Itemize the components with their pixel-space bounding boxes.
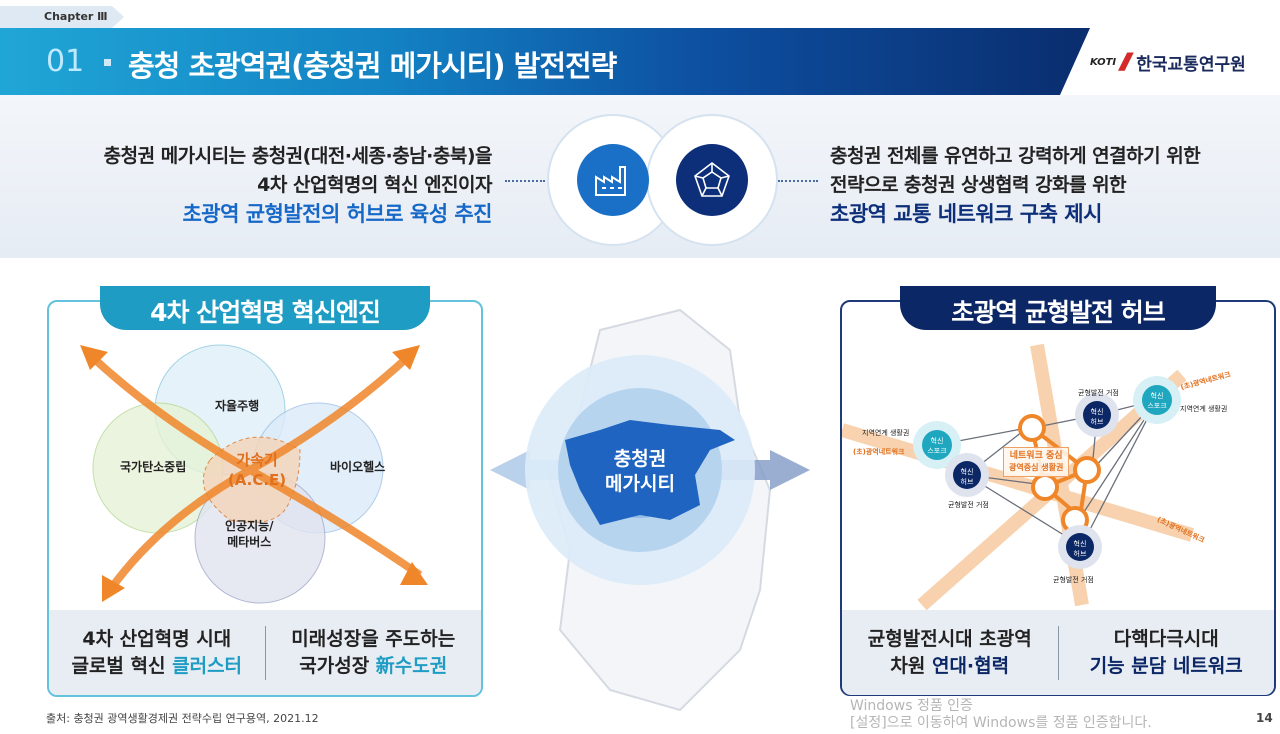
label-carbon: 국가탄소중립	[120, 460, 187, 474]
spark-label-line: 혁신	[1150, 392, 1164, 400]
hub-label-line: 허브	[1090, 418, 1104, 426]
megacity-label: 충청권 메가시티	[590, 447, 690, 497]
intro-highlight: 초광역 교통 네트워크 구축 제시	[830, 202, 1102, 226]
footer-line: 국가성장	[299, 654, 376, 677]
hub-label-line: 허브	[960, 478, 974, 486]
hub-node	[1083, 401, 1111, 429]
label-ai-line2: 메타버스	[227, 535, 272, 549]
intro-line: 전략으로 충청권 상생협력 강화를 위한	[830, 174, 1127, 196]
label-ai-line1: 인공지능/	[225, 519, 274, 533]
ace-label-line1: 가속기	[236, 451, 278, 469]
watermark-line2: [설정]으로 이동하여 Windows를 정품 인증합니다.	[850, 715, 1152, 731]
corridor-label: (초)광역네트워크	[853, 448, 905, 456]
label-autonomous: 자율주행	[215, 399, 260, 413]
megacity-label-line1: 충청권	[613, 448, 667, 470]
divider	[1057, 625, 1059, 680]
bullet-icon	[104, 59, 111, 66]
watermark-line1: Windows 정품 인증	[850, 698, 973, 714]
hub-label-line: 혁신	[1090, 408, 1104, 416]
page-title: 충청 초광역권(충청권 메가시티) 발전전략	[128, 49, 617, 83]
arrow-sw	[106, 466, 252, 593]
network-node	[1018, 414, 1046, 442]
footer-line: 글로벌 혁신	[71, 654, 173, 677]
megacity-label-line2: 메가시티	[605, 473, 675, 495]
title-bar	[0, 28, 1090, 95]
intro-left-text: 충청권 메가시티는 충청권(대전·세종·충남·충북)을 4차 산업혁명의 혁신 …	[103, 142, 493, 229]
spark-label-line: 스포크	[1147, 402, 1167, 410]
region-label: 지역연계 생활권	[862, 429, 910, 437]
windows-activation-watermark: Windows 정품 인증[설정]으로 이동하여 Windows를 정품 인증합…	[850, 698, 1152, 732]
network-icon	[676, 144, 748, 216]
spark-label-line: 혁신	[930, 437, 944, 445]
intro-right-text: 충청권 전체를 유연하고 강력하게 연결하기 위한 전략으로 충청권 상생협력 …	[830, 142, 1201, 229]
base-label: 균형발전 거점	[948, 501, 989, 509]
network-center-line2: 광역중심 생활권	[1009, 463, 1064, 472]
base-label: 균형발전 거점	[1078, 389, 1119, 397]
intro-highlight: 초광역 균형발전의 허브로 육성 추진	[182, 202, 492, 226]
footer-line: 미래성장을 주도하는	[291, 627, 456, 650]
footer-line: 4차 산업혁명 시대	[82, 627, 232, 650]
region-label: 지역연계 생활권	[1180, 405, 1228, 413]
spark-label-line: 스포크	[927, 447, 947, 455]
arrow-ne	[248, 352, 413, 474]
hub-label-line: 혁신	[1073, 540, 1087, 548]
panel-title: 초광역 균형발전 허브	[900, 286, 1216, 330]
divider	[264, 625, 266, 680]
arrow-se	[248, 466, 423, 579]
ace-label-line2: (A.C.E)	[227, 471, 287, 489]
center-map	[490, 308, 810, 712]
footer-line: 균형발전시대 초광역	[867, 627, 1032, 650]
hub-node	[953, 461, 981, 489]
ace-diagram	[80, 344, 428, 604]
footer-line: 다핵다극시대	[1113, 627, 1219, 650]
footer-line: 차원	[890, 654, 932, 677]
koti-logo: KOTI /// 한국교통연구원	[1090, 50, 1246, 75]
logo-abbr: KOTI	[1090, 57, 1117, 68]
network-node	[1073, 456, 1101, 484]
intro-line: 충청권 메가시티는 충청권(대전·세종·충남·충북)을	[103, 145, 493, 167]
hub-label-line: 허브	[1073, 550, 1087, 558]
footer-highlight: 기능 분담 네트워크	[1089, 654, 1243, 677]
network-node	[1031, 473, 1059, 501]
section-number: 01	[46, 44, 85, 79]
intro-line: 4차 산업혁명의 혁신 엔진이자	[257, 174, 492, 196]
network-center-line1: 네트워크 중심	[1009, 451, 1063, 461]
footer-highlight: 新수도권	[375, 654, 448, 677]
hub-network-diagram	[842, 343, 1195, 610]
chapter-tab: Chapter Ⅲ	[0, 6, 124, 28]
factory-icon	[577, 144, 649, 216]
intro-line: 충청권 전체를 유연하고 강력하게 연결하기 위한	[830, 145, 1201, 167]
logo-mark-icon: ///	[1120, 50, 1132, 75]
footer-highlight: 클러스터	[172, 654, 243, 677]
hub-label-line: 혁신	[960, 468, 974, 476]
panel-title: 4차 산업혁명 혁신엔진	[100, 286, 430, 330]
footer-highlight: 연대·협력	[931, 654, 1010, 677]
chungcheong-region	[565, 420, 735, 525]
dotted-connector	[778, 180, 818, 182]
page-number: 14	[1256, 711, 1273, 725]
dotted-connector	[505, 180, 545, 182]
hub-node	[1066, 533, 1094, 561]
label-bio: 바이오헬스	[330, 460, 386, 474]
label-ai: 인공지능/ 메타버스	[225, 518, 274, 550]
logo-name: 한국교통연구원	[1136, 55, 1246, 75]
arrow-nw	[87, 352, 252, 474]
source-note: 출처: 충청권 광역생활경제권 전략수립 연구용역, 2021.12	[46, 712, 319, 725]
ace-label: 가속기 (A.C.E)	[222, 450, 292, 490]
base-label: 균형발전 거점	[1053, 576, 1094, 584]
